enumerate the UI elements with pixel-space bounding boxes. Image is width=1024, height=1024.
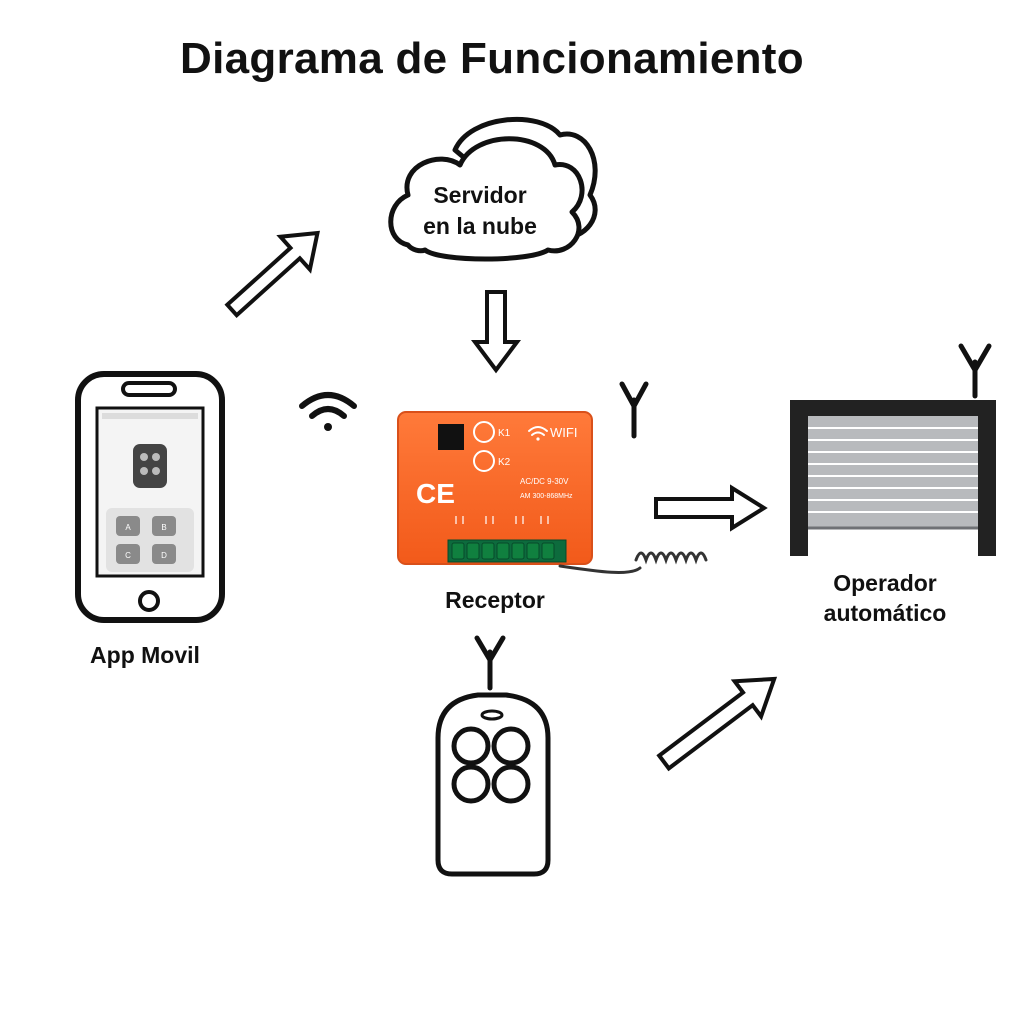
cloud-label-line1: Servidor	[433, 182, 527, 208]
app-key-a: A	[125, 523, 131, 532]
receiver-k2: K2	[498, 457, 511, 468]
arrow-icon	[224, 230, 320, 319]
wifi-icon	[299, 392, 357, 431]
app-label: App Movil	[90, 642, 200, 668]
cloud-label: Servidor en la nube	[400, 180, 560, 242]
cloud-label-line2: en la nube	[423, 213, 537, 239]
operator-label-line2: automático	[823, 600, 947, 626]
receiver-device: K1 K2 WIFI CE AC/DC 9-30V AM 300-868MHz	[397, 411, 708, 574]
wifi-icon	[528, 426, 548, 441]
antenna-icon	[474, 635, 506, 691]
receiver-wifi: WIFI	[550, 425, 577, 440]
receiver-voltage: AC/DC 9-30V	[520, 477, 569, 486]
receiver-k1: K1	[498, 428, 511, 439]
antenna-icon	[619, 381, 649, 439]
arrow-icon	[656, 676, 778, 772]
gate-icon	[790, 400, 996, 556]
antenna-cable	[558, 551, 708, 574]
operator-label: Operador automático	[800, 568, 970, 628]
phone-icon: A B C D	[75, 371, 225, 623]
operator-label-line1: Operador	[833, 570, 937, 596]
ce-mark: CE	[416, 478, 455, 509]
antenna-icon	[958, 343, 992, 399]
cloud-icon	[388, 116, 598, 262]
remote-control-icon	[435, 692, 551, 877]
receiver-label: Receptor	[445, 587, 545, 613]
app-key-d: D	[161, 551, 167, 560]
app-key-c: C	[125, 551, 131, 560]
receiver-frequency: AM 300-868MHz	[520, 493, 573, 500]
arrow-icon	[654, 484, 768, 532]
app-key-b: B	[161, 523, 166, 532]
page-title: Diagrama de Funcionamiento	[180, 34, 804, 83]
arrow-icon	[471, 290, 521, 374]
